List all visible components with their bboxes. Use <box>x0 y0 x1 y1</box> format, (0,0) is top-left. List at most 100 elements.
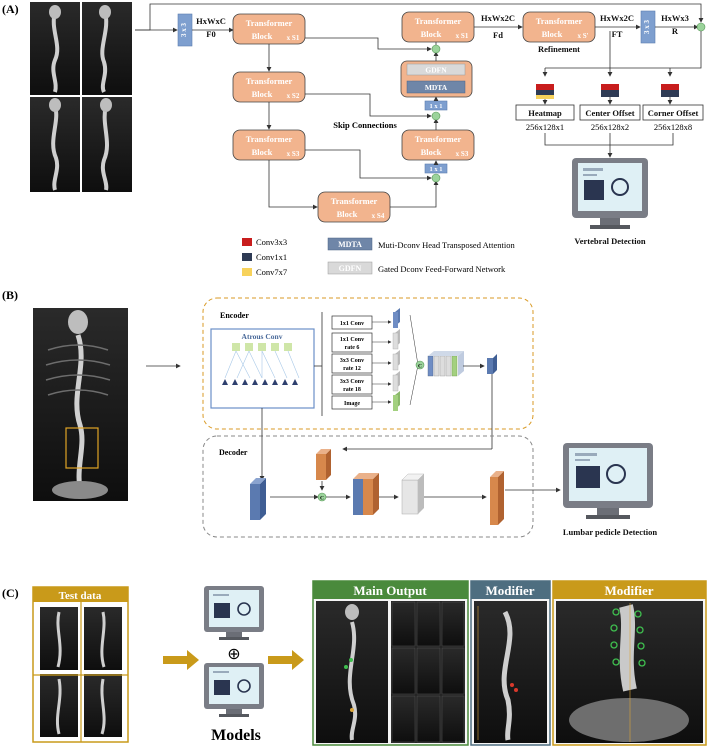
head-icon-heatmap <box>536 84 554 99</box>
head-icon-corner <box>661 84 679 97</box>
models-label: Models <box>211 727 261 744</box>
model-monitor-2 <box>204 663 264 717</box>
main-output-label: Main Output <box>353 583 427 598</box>
branch-3x3-rate12 <box>331 353 373 374</box>
add-node <box>696 22 706 32</box>
transformer-block-s1: Transformer Block x S1 <box>232 13 306 45</box>
decoder-box <box>202 435 534 538</box>
heatmap-dims: 256x128x1 <box>526 122 564 132</box>
legend-gdfn-desc: Gated Dconv Feed-Forward Network <box>378 264 506 274</box>
svg-text:x S1: x S1 <box>287 34 300 42</box>
modifier-2-label: Modifier <box>604 583 653 598</box>
svg-text:rate 12: rate 12 <box>343 366 361 372</box>
model-monitor-1 <box>204 586 264 640</box>
branch-3x3-rate18 <box>331 374 373 395</box>
svg-text:x S': x S' <box>577 32 588 40</box>
panel-b-xray <box>33 308 128 501</box>
transformer-block-s1-dec: Transformer Block x S1 <box>401 11 475 43</box>
svg-text:Transformer: Transformer <box>246 76 293 86</box>
svg-text:C: C <box>320 496 324 502</box>
residual-connection <box>135 3 704 31</box>
transformer-block-s2: Transformer Block x S2 <box>232 71 306 103</box>
modifier-1-header <box>471 581 550 599</box>
svg-text:1x1 Conv: 1x1 Conv <box>340 337 364 343</box>
svg-text:Image: Image <box>344 401 360 407</box>
svg-text:x S3: x S3 <box>456 150 469 158</box>
f0-dims: HxWxC <box>196 16 226 26</box>
branch-image <box>331 395 373 410</box>
svg-text:Block: Block <box>421 147 442 157</box>
svg-text:Transformer: Transformer <box>331 196 378 206</box>
svg-text:Transformer: Transformer <box>536 16 583 26</box>
aspp-concat-node <box>415 360 425 370</box>
panel-a-label: (A) <box>2 2 19 16</box>
main-output-header <box>313 581 468 599</box>
monitor-icon-b <box>563 443 653 519</box>
decoder-concat-map <box>353 473 379 515</box>
modifier-2-header <box>553 581 706 599</box>
svg-text:x S4: x S4 <box>372 212 385 220</box>
concat-feature-stack <box>427 351 464 377</box>
svg-text:rate 6: rate 6 <box>345 345 360 351</box>
svg-text:Transformer: Transformer <box>415 16 462 26</box>
corner-offset-box <box>642 104 704 121</box>
legend-conv7: Conv7x7 <box>256 267 287 277</box>
skip-connection-3 <box>305 149 432 181</box>
transformer-block-s2-dec: GDFN MDTA <box>400 60 473 98</box>
svg-text:x S2: x S2 <box>287 92 300 100</box>
arrow-to-outputs <box>268 650 304 670</box>
svg-text:MDTA: MDTA <box>425 83 448 92</box>
refinement-block: Transformer Block x S' <box>522 11 596 43</box>
skip-connection-2 <box>305 93 432 119</box>
svg-text:1 x 1: 1 x 1 <box>430 166 443 173</box>
skip-connection-1 <box>305 37 432 52</box>
conv3x3-input-label: 3 x 3 <box>180 23 188 38</box>
transformer-block-s3: Transformer Block x S3 <box>232 129 306 161</box>
decoder-refine-map <box>401 473 425 515</box>
svg-text:Transformer: Transformer <box>246 134 293 144</box>
transformer-block-s4: Transformer Block x S4 <box>317 191 391 223</box>
ft-label: FT <box>612 29 623 39</box>
panel-a-xray-grid <box>30 2 132 192</box>
corner-offset-dims: 256x128x8 <box>654 122 692 132</box>
legend-mdta-tag <box>327 237 373 251</box>
skip-connections-label: Skip Connections <box>333 120 397 130</box>
svg-text:x S3: x S3 <box>287 150 300 158</box>
svg-text:Block: Block <box>542 29 563 39</box>
test-data-xrays <box>40 607 122 737</box>
svg-text:Block: Block <box>252 31 273 41</box>
svg-text:x S1: x S1 <box>456 32 469 40</box>
center-offset-dims: 256x128x2 <box>591 122 629 132</box>
svg-text:Transformer: Transformer <box>415 134 462 144</box>
modifier-1-image <box>474 601 547 743</box>
svg-text:Block: Block <box>337 209 358 219</box>
branch-1x1-rate6 <box>331 332 373 353</box>
svg-text:Block: Block <box>421 29 442 39</box>
svg-text:Transformer: Transformer <box>246 18 293 28</box>
test-data-label: Test data <box>59 590 102 602</box>
center-offset-box <box>579 104 641 121</box>
modifier-2-image <box>556 601 703 743</box>
heatmap-label: Heatmap <box>528 108 562 118</box>
transformer-block-s3-dec: Transformer Block x S3 <box>401 129 475 161</box>
main-output-images <box>316 601 465 743</box>
refinement-label: Refinement <box>538 44 580 54</box>
encoder-box <box>202 297 534 430</box>
r-label: R <box>672 26 679 36</box>
legend-conv3: Conv3x3 <box>256 237 287 247</box>
svg-text:GDFN: GDFN <box>339 264 362 273</box>
svg-text:3x3 Conv: 3x3 Conv <box>340 358 364 364</box>
fd-label: Fd <box>493 30 503 40</box>
decoder-output-map <box>490 471 504 525</box>
svg-text:1x1 Conv: 1x1 Conv <box>340 321 364 327</box>
svg-text:1 x 1: 1 x 1 <box>430 103 443 110</box>
concat-node-2 <box>431 111 441 121</box>
legend-gdfn-tag <box>327 261 373 275</box>
aspp-output-map <box>487 358 493 374</box>
fd-dims: HxWx2C <box>481 13 515 23</box>
r-dims: HxWx3 <box>661 13 689 23</box>
branch-1x1-conv <box>331 315 373 330</box>
center-offset-label: Center Offset <box>585 108 634 118</box>
encoder-label: Encoder <box>220 311 249 320</box>
panel-b-label: (B) <box>2 288 18 302</box>
